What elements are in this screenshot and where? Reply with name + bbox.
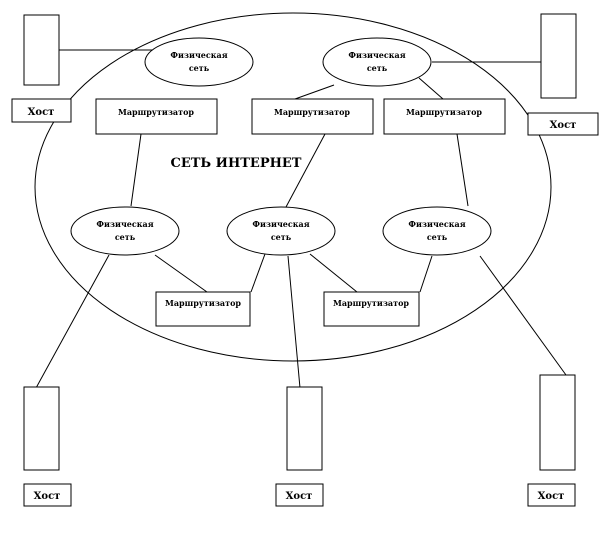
host-label: Хост bbox=[538, 491, 565, 502]
link-net-tr-router-tr bbox=[418, 77, 444, 100]
physical-network: Физическая сеть bbox=[70, 206, 180, 256]
network-label-line2: сеть bbox=[367, 63, 388, 73]
network-label-line1: Физическая bbox=[96, 219, 153, 229]
network-label-line1: Физическая bbox=[252, 219, 309, 229]
physical-network: Физическая сеть bbox=[382, 206, 492, 256]
host-label-box: Хост bbox=[527, 483, 576, 507]
router: Маршрутизатор bbox=[155, 291, 251, 327]
network-label-line2: сеть bbox=[115, 232, 136, 242]
internet-boundary bbox=[34, 12, 552, 362]
host-box bbox=[23, 14, 60, 86]
router-label: Маршрутизатор bbox=[118, 107, 194, 117]
router-label: Маршрутизатор bbox=[274, 107, 350, 117]
host-label: Хост bbox=[28, 107, 55, 118]
router: Маршрутизатор bbox=[251, 98, 374, 135]
physical-network: Физическая сеть bbox=[144, 37, 254, 87]
network-label-line1: Физическая bbox=[170, 50, 227, 60]
router-label: Маршрутизатор bbox=[165, 298, 241, 308]
host-box bbox=[540, 13, 577, 99]
router: Маршрутизатор bbox=[383, 98, 506, 135]
host-label-box: Хост bbox=[527, 112, 599, 136]
network-label-line1: Физическая bbox=[408, 219, 465, 229]
network-label-line2: сеть bbox=[427, 232, 448, 242]
host-label-box: Хост bbox=[275, 483, 324, 507]
host-label-box: Хост bbox=[23, 483, 72, 507]
router: Маршрутизатор bbox=[95, 98, 218, 135]
host-box bbox=[539, 374, 576, 471]
link-router-tc-net-mc bbox=[285, 133, 326, 208]
host-label: Хост bbox=[550, 120, 577, 131]
link-net-mc-host-bc bbox=[287, 255, 301, 389]
link-net-tl-router-tc bbox=[294, 84, 335, 100]
diagram-title: СЕТЬ ИНТЕРНЕТ bbox=[171, 156, 302, 171]
router-label: Маршрутизатор bbox=[333, 298, 409, 308]
router: Маршрутизатор bbox=[323, 291, 420, 327]
host-box bbox=[286, 386, 323, 471]
physical-network: Физическая сеть bbox=[226, 206, 336, 256]
connections bbox=[35, 49, 567, 389]
link-net-mr-host-br bbox=[479, 255, 567, 376]
link-net-mr-router-br bbox=[419, 255, 433, 293]
host-label-box: Хост bbox=[11, 98, 72, 123]
router-label: Маршрутизатор bbox=[406, 107, 482, 117]
link-net-ml-router-bl bbox=[154, 254, 208, 293]
host-label: Хост bbox=[34, 491, 61, 502]
link-net-mc-router-br bbox=[309, 253, 358, 293]
host-label: Хост bbox=[286, 491, 313, 502]
host-box bbox=[23, 386, 60, 471]
network-label-line2: сеть bbox=[271, 232, 292, 242]
link-net-mc-router-bl bbox=[250, 253, 266, 293]
link-router-tr-net-mr bbox=[456, 133, 469, 207]
network-label-line1: Физическая bbox=[348, 50, 405, 60]
network-label-line2: сеть bbox=[189, 63, 210, 73]
link-net-ml-host-bl bbox=[35, 254, 110, 389]
link-router-tl-net-ml bbox=[130, 133, 142, 207]
physical-network: Физическая сеть bbox=[322, 37, 432, 87]
